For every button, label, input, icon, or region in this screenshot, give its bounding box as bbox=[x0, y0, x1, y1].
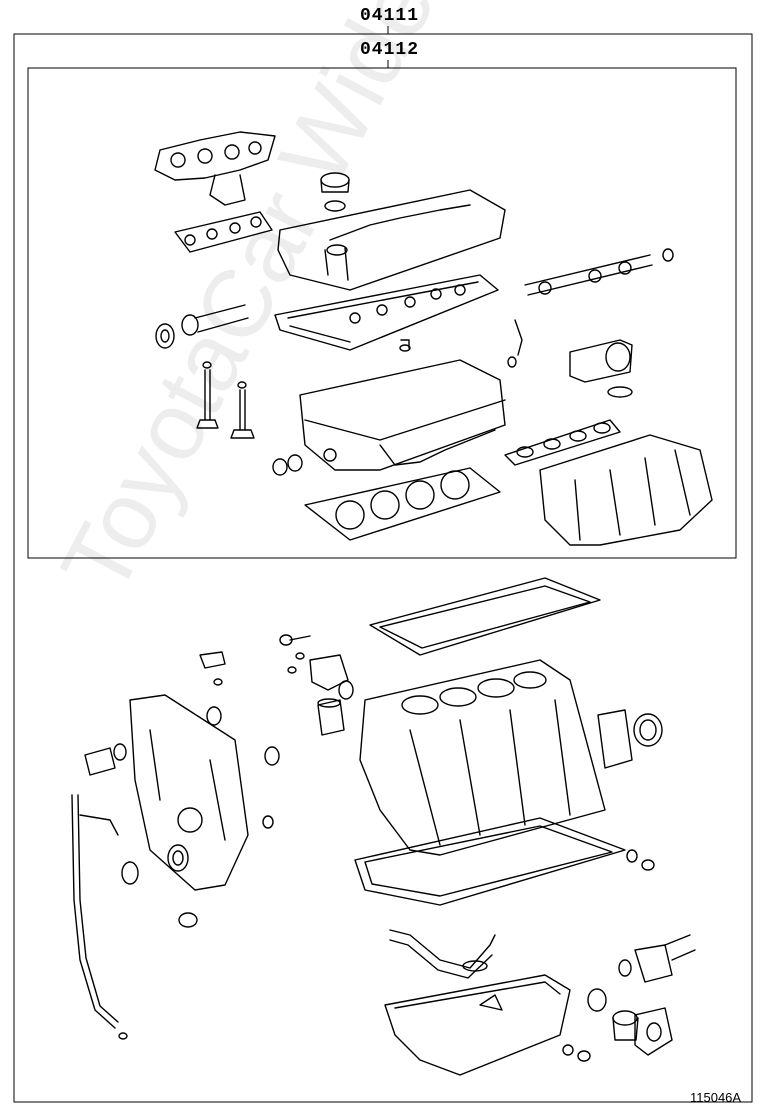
cylinder-head-gasket bbox=[304, 467, 501, 541]
water-pump-gasket bbox=[199, 651, 226, 686]
throttle-body-gasket bbox=[607, 386, 633, 398]
intake-manifold-gasket bbox=[504, 419, 621, 466]
cover-o-rings bbox=[121, 706, 280, 928]
fuel-delivery-pipe bbox=[507, 248, 674, 368]
exhaust-pipe-gasket bbox=[155, 304, 249, 349]
head-cover-gasket bbox=[274, 274, 499, 351]
cylinder-block bbox=[359, 659, 606, 856]
vvt-oil-control-valve-gasket bbox=[84, 743, 127, 776]
exhaust-manifold bbox=[154, 131, 276, 206]
cylinder-head bbox=[299, 359, 506, 471]
outer-part-number: 04111 bbox=[360, 6, 420, 26]
exhaust-manifold-gasket bbox=[174, 211, 273, 253]
thermostat-housing bbox=[634, 1007, 673, 1056]
drain-plug-gasket bbox=[626, 849, 655, 871]
oil-filler-cap bbox=[320, 172, 350, 212]
oil-pan-gasket bbox=[354, 817, 626, 906]
rear-oil-seal-retainer bbox=[597, 709, 663, 769]
exhaust-valve bbox=[230, 381, 255, 439]
thermostat bbox=[587, 988, 639, 1041]
oil-pan-upper-gasket bbox=[369, 577, 601, 656]
inner-part-number: 04112 bbox=[360, 40, 420, 60]
throttle-body bbox=[569, 339, 633, 383]
outer-frame bbox=[13, 33, 753, 1103]
intake-valve bbox=[196, 361, 219, 429]
head-bolt-washer bbox=[399, 339, 411, 352]
water-inlet-housing bbox=[309, 654, 354, 700]
oil-level-gauge-guide bbox=[71, 794, 128, 1040]
oil-strainer bbox=[389, 929, 496, 979]
timing-chain-cover bbox=[129, 694, 249, 891]
inner-frame bbox=[27, 67, 737, 559]
water-outlet-housing bbox=[618, 934, 696, 983]
camshaft-oil-seal bbox=[272, 454, 303, 476]
crankshaft-front-oil-seal bbox=[167, 844, 189, 872]
oil-pan bbox=[384, 974, 571, 1076]
cylinder-head-cover bbox=[277, 189, 506, 291]
small-seals bbox=[279, 634, 311, 674]
oil-filter bbox=[317, 698, 345, 736]
reference-code: 115046A bbox=[690, 1090, 742, 1105]
oil-pan-drain-plug bbox=[562, 1044, 591, 1062]
intake-manifold bbox=[539, 434, 713, 546]
